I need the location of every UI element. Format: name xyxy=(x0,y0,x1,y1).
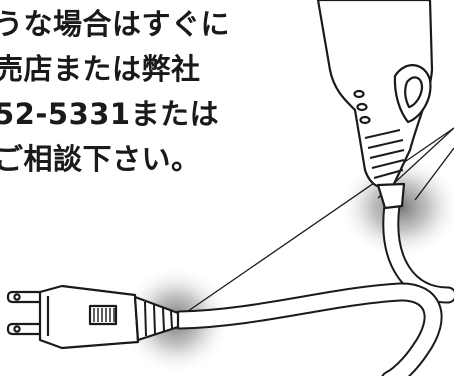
hair-dryer-handle xyxy=(316,0,434,210)
handle-button-3 xyxy=(359,115,371,125)
notice-line-3: 52-5331または xyxy=(0,97,220,131)
handle-button-1 xyxy=(353,89,365,99)
notice-line-4: ご相談下さい。 xyxy=(0,142,201,176)
power-plug xyxy=(6,284,180,350)
power-cord xyxy=(170,196,454,376)
safety-notice-text: うな場合はすぐに 売店または弊社 52-5331または ご相談下さい。 xyxy=(0,2,254,182)
handle-button-2 xyxy=(356,102,368,112)
notice-line-2: 売店または弊社 xyxy=(0,52,201,86)
notice-line-1: うな場合はすぐに xyxy=(0,7,231,41)
